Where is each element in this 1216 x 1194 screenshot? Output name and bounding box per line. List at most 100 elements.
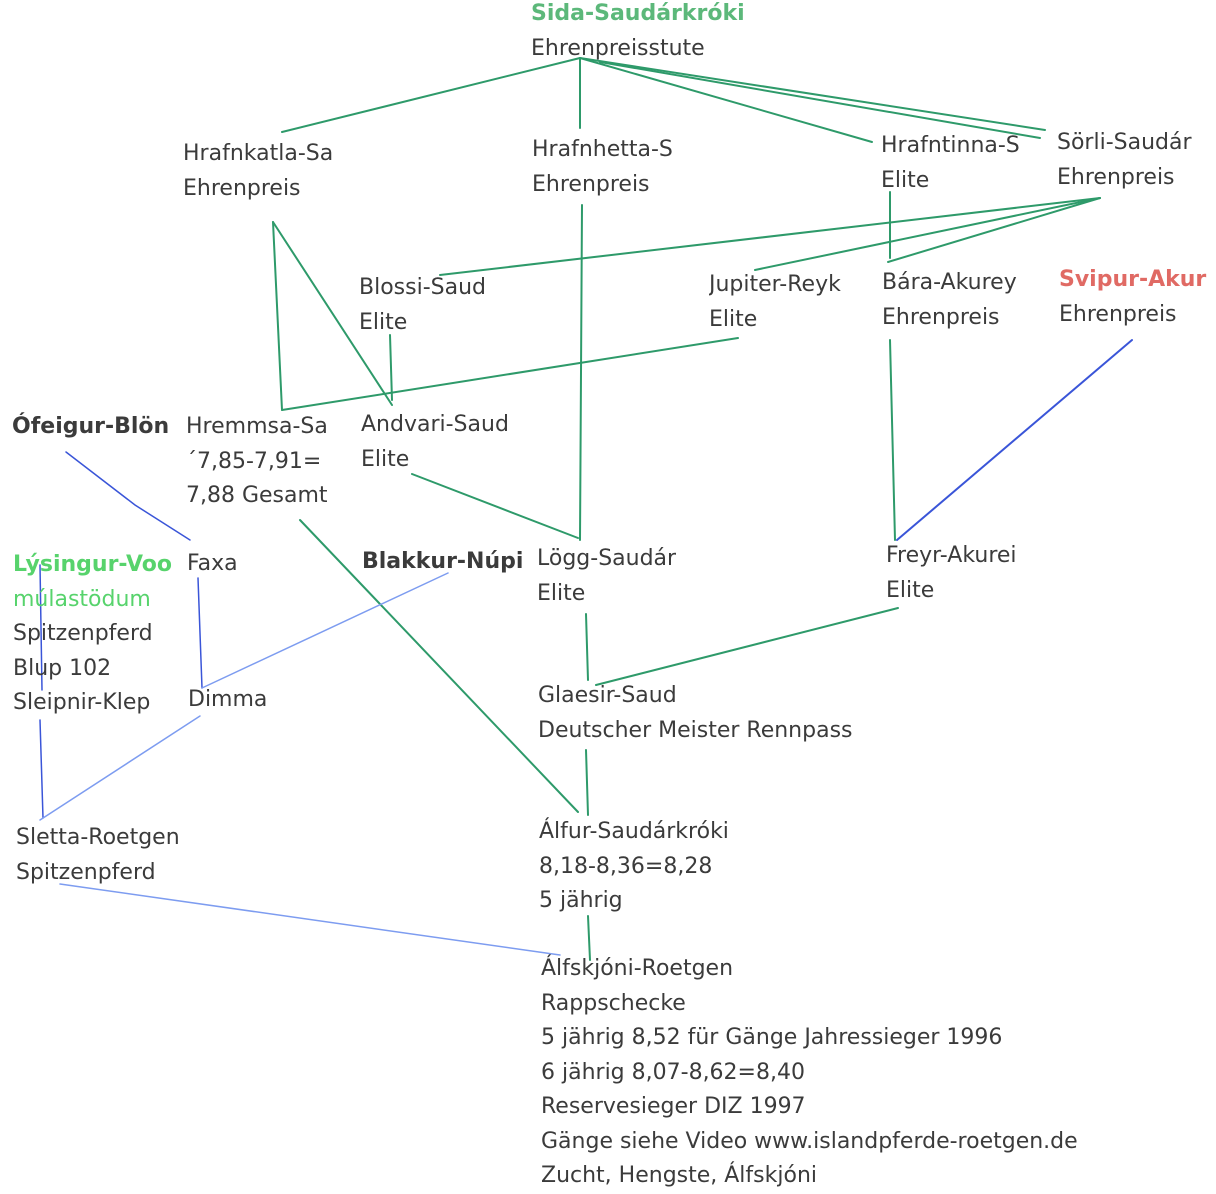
node-sletta: Sletta-Roetgen Spitzenpferd [16,821,180,890]
line-sida-to-sorli-b [599,61,1041,139]
line-blossi-to-andvari [389,334,393,401]
node-freyr-name: Freyr-Akurei [886,543,1017,568]
node-sida-title: Ehrenpreisstute [531,35,705,61]
node-sorli-name: Sörli-Saudár [1057,130,1192,155]
line-lysingur-to-sletta-b [39,719,44,819]
node-logg: Lögg-Saudár Elite [537,542,676,611]
node-andvari: Andvari-Saud Elite [361,408,509,477]
node-hremmsa-total: 7,88 Gesamt [186,483,328,508]
node-sida: Sida-Saudárkróki Ehrenpreisstute [531,0,745,66]
line-alfur-to-alfskjoni [587,915,591,961]
node-hrafnkatla-name: Hrafnkatla-Sa [183,141,334,166]
node-hrafnhetta-title: Ehrenpreis [532,171,650,197]
node-alfur: Álfur-Saudárkróki 8,18-8,36=8,28 5 jähri… [539,815,729,919]
line-ofeigur-to-faxa [65,451,191,541]
node-lysingur: Lýsingur-Voo múlastödum Spitzenpferd Blu… [13,548,181,721]
node-svipur-name: Svipur-Akur [1059,267,1207,292]
node-jupiter-name: Jupiter-Reyk [709,272,841,297]
node-glaesir-name: Glaesir-Saud [538,683,677,708]
line-sletta-to-alfskjoni [59,883,561,956]
line-svipur-to-freyr [896,339,1133,541]
node-lysingur-name: Lýsingur-Voo [13,552,173,577]
line-jupiter-to-hremmsa [281,337,739,411]
line-sorli-to-bara [887,197,1101,263]
node-alfskjoni-score-5: 5 jährig 8,52 für Gänge Jahressieger 199… [541,1025,1003,1050]
node-hremmsa-score: ´7,85-7,91= [186,448,322,474]
node-alfskjoni: Álfskjóni-Roetgen Rappschecke 5 jährig 8… [541,952,1078,1194]
node-logg-name: Lögg-Saudár [537,546,677,571]
node-sorli-title: Ehrenpreis [1057,164,1175,190]
node-lysingur-sire: Sleipnir-Klep [13,690,151,715]
line-bara-to-freyr [889,339,896,541]
node-hrafnkatla: Hrafnkatla-Sa Ehrenpreis [183,137,333,206]
line-hrafnkatla-to-andvari [272,221,393,406]
node-logg-title: Elite [537,580,586,606]
node-bara-name: Bára-Akurey [882,270,1017,295]
node-svipur: Svipur-Akur Ehrenpreis [1059,263,1216,332]
line-dimma-to-sletta [39,715,201,821]
node-alfur-score: 8,18-8,36=8,28 [539,853,713,879]
node-sletta-title: Spitzenpferd [16,859,156,885]
line-blakkur-to-dimma [201,572,449,689]
node-ofeigur-name: Ófeigur-Blön [12,414,170,439]
node-dimma-name: Dimma [188,687,268,712]
node-blossi-title: Elite [359,309,408,335]
line-hrafnkatla-drop [272,221,283,411]
node-alfskjoni-video: Gänge siehe Video www.islandpferde-roetg… [541,1128,1078,1154]
line-logg-to-glaesir [585,613,589,681]
node-hrafnhetta: Hrafnhetta-S Ehrenpreis [532,133,673,202]
node-freyr-title: Elite [886,577,935,603]
node-alfskjoni-score-6: 6 jährig 8,07-8,62=8,40 [541,1059,805,1085]
node-sida-name: Sida-Saudárkróki [531,1,745,26]
line-sida-to-sorli-a [579,57,1046,131]
node-blossi-name: Blossi-Saud [359,275,486,300]
node-andvari-title: Elite [361,446,410,472]
node-hrafntinna-name: Hrafntinna-S [881,133,1020,158]
line-sida-to-hrafnkatla [281,57,581,133]
line-glaesir-to-alfur [585,749,589,816]
node-lysingur-origin: múlastödum [13,586,151,612]
node-ofeigur: Ófeigur-Blön [12,410,180,445]
line-andvari-to-logg [411,473,579,539]
node-svipur-title: Ehrenpreis [1059,301,1177,327]
node-faxa-name: Faxa [187,551,238,576]
node-andvari-name: Andvari-Saud [361,412,509,437]
line-sida-to-hrafntinna [579,57,873,143]
node-sletta-name: Sletta-Roetgen [16,825,180,850]
node-blossi: Blossi-Saud Elite [359,271,486,340]
node-hremmsa-name: Hremmsa-Sa [186,414,328,439]
node-sorli: Sörli-Saudár Ehrenpreis [1057,126,1216,195]
node-blakkur-name: Blakkur-Núpi [362,549,524,574]
node-dimma: Dimma [188,683,267,718]
node-bara: Bára-Akurey Ehrenpreis [882,266,1017,335]
node-hrafnhetta-name: Hrafnhetta-S [532,137,673,162]
line-lysingur-to-sletta [39,564,43,691]
node-blakkur: Blakkur-Núpi [362,545,530,580]
node-hremmsa: Hremmsa-Sa ´7,85-7,91= 7,88 Gesamt [186,410,352,514]
node-lysingur-title: Spitzenpferd [13,621,153,646]
line-freyr-to-glaesir [595,607,899,686]
node-alfskjoni-color: Rappschecke [541,990,686,1016]
node-hrafntinna: Hrafntinna-S Elite [881,129,1020,198]
node-lysingur-blup: Blup 102 [13,655,112,681]
node-alfur-age: 5 jährig [539,888,623,913]
node-jupiter-title: Elite [709,306,758,332]
line-hrafnhetta-to-logg [579,204,583,541]
node-freyr: Freyr-Akurei Elite [886,539,1017,608]
line-sorli-to-blossi [439,197,1101,276]
node-alfur-name: Álfur-Saudárkróki [539,819,729,844]
line-sorli-to-jupiter [754,197,1101,271]
line-faxa-to-dimma [197,577,203,689]
node-bara-title: Ehrenpreis [882,304,1000,330]
node-glaesir: Glaesir-Saud Deutscher Meister Rennpass [538,679,853,748]
node-faxa: Faxa [187,547,238,582]
node-alfskjoni-links: Zucht, Hengste, Álfskjóni [541,1163,817,1188]
node-jupiter: Jupiter-Reyk Elite [709,268,841,337]
line-hremmsa-to-alfur [299,519,579,813]
node-hrafnkatla-title: Ehrenpreis [183,175,301,201]
node-glaesir-title: Deutscher Meister Rennpass [538,717,853,743]
node-hrafntinna-title: Elite [881,167,930,193]
node-alfskjoni-title: Reservesieger DIZ 1997 [541,1094,806,1119]
node-alfskjoni-name: Álfskjóni-Roetgen [541,956,734,981]
